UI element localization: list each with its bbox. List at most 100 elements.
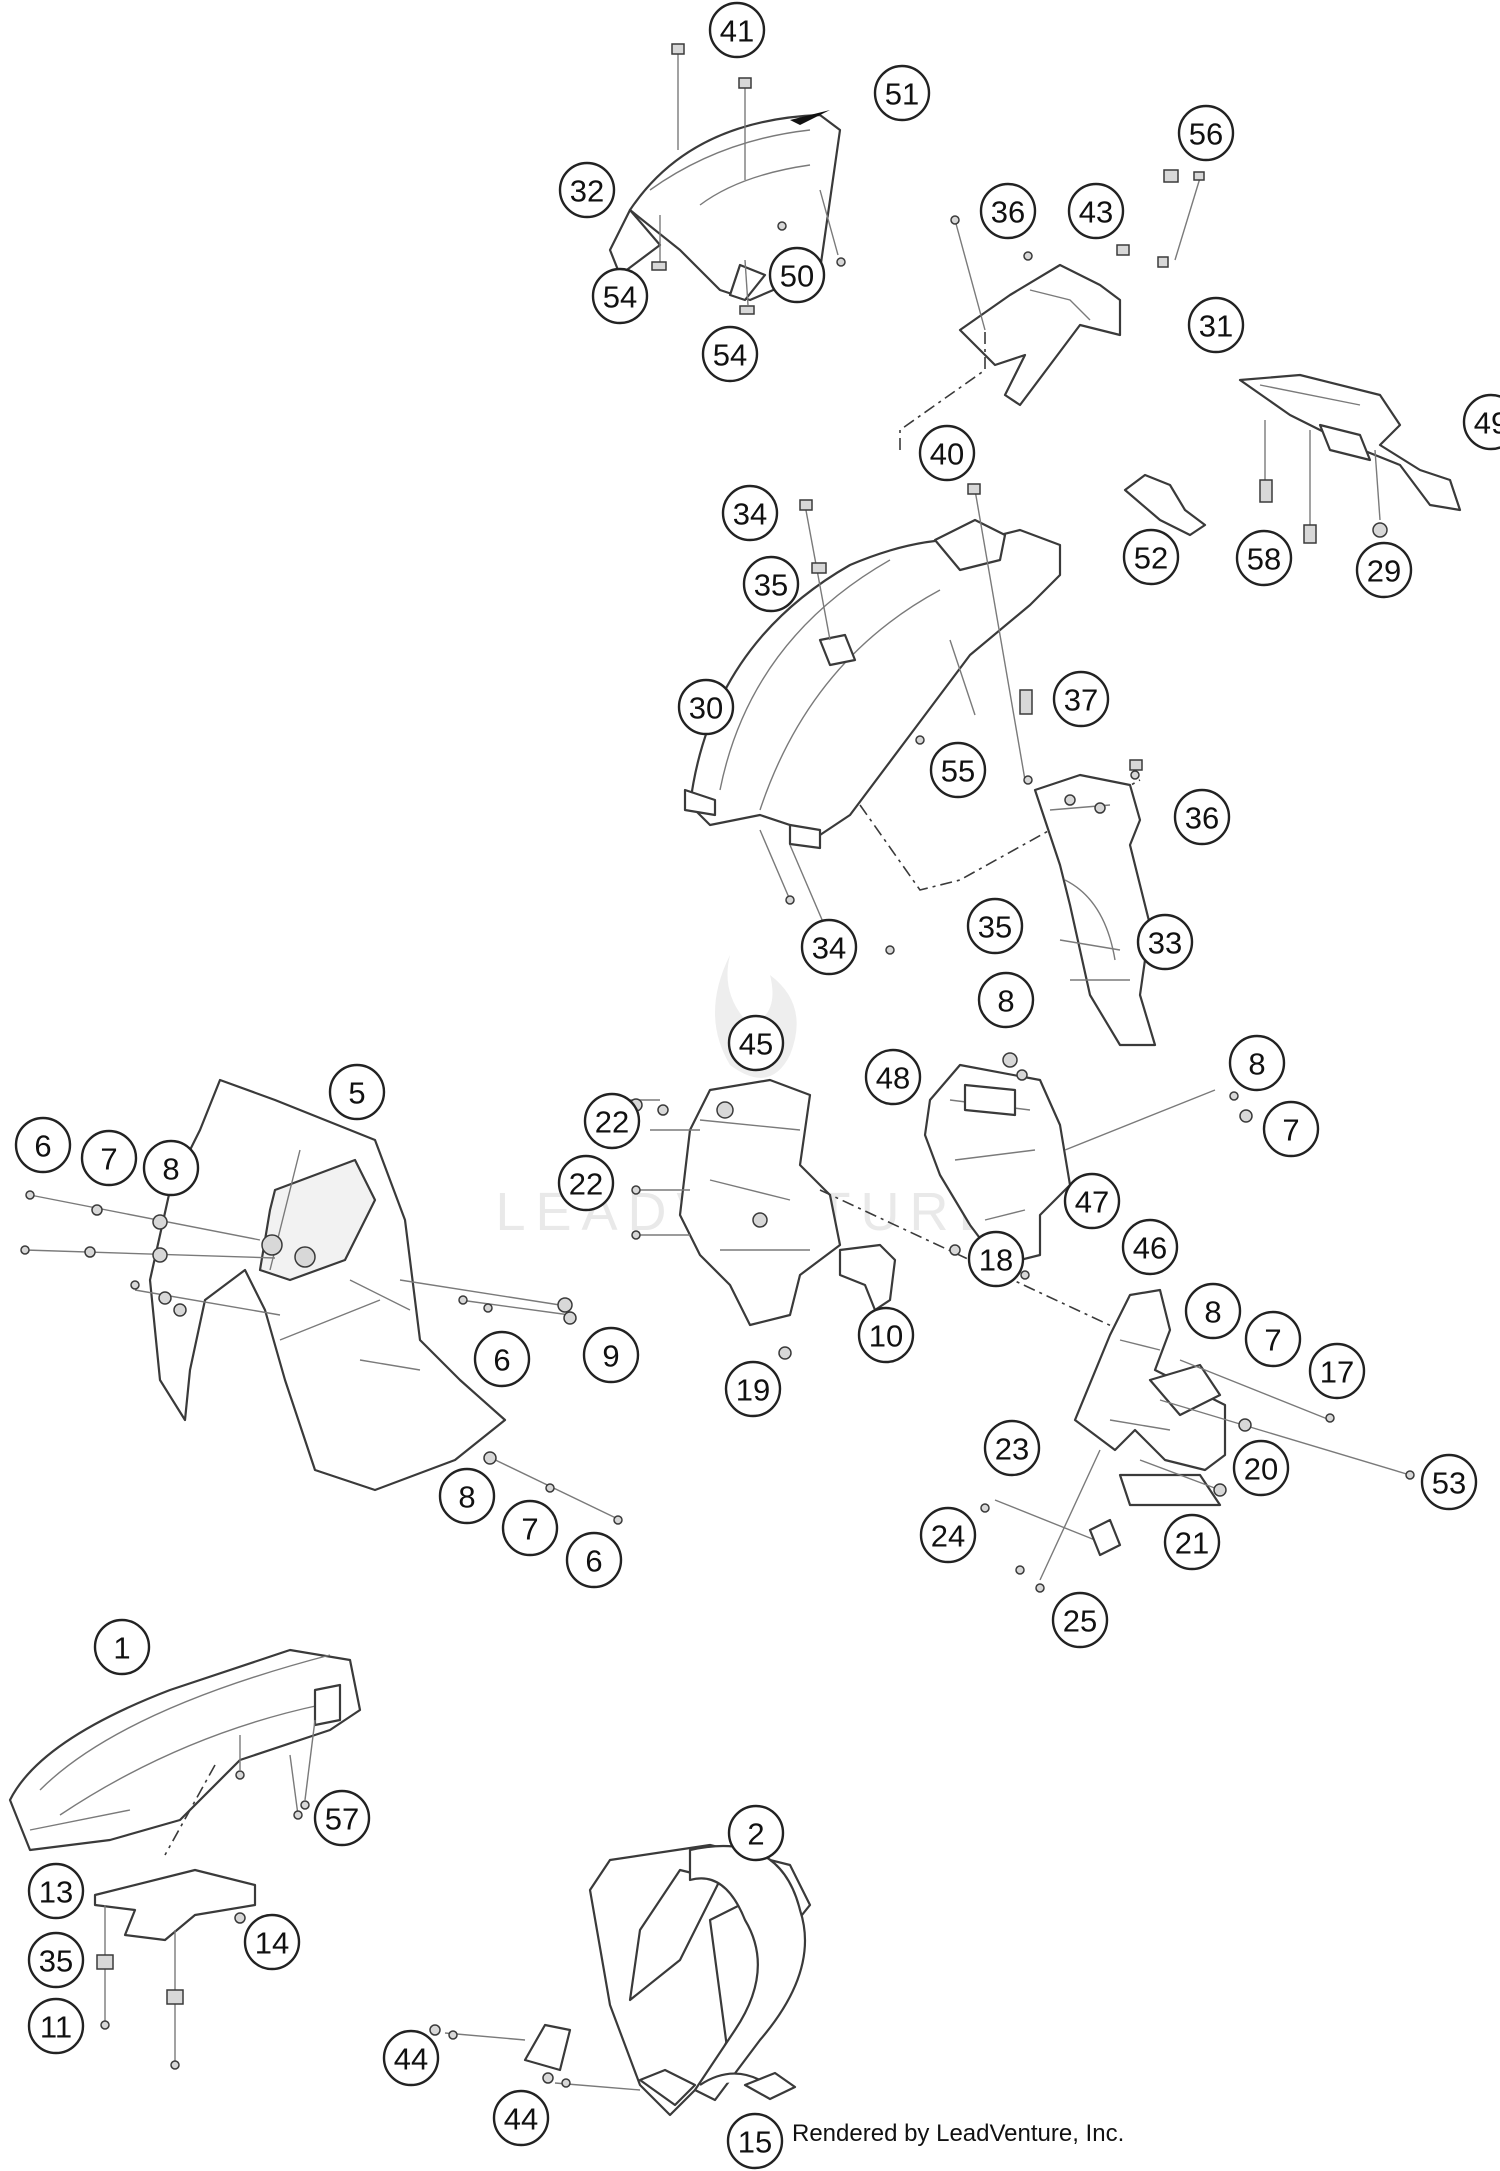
callout-label: 35 [754, 568, 788, 603]
callout-label: 18 [979, 1243, 1013, 1278]
part-5-headlight-mask [20, 1078, 623, 1525]
callout-1: 1 [93, 1618, 151, 1676]
leader-30-31 [899, 330, 986, 450]
callout-36: 36 [1173, 788, 1231, 846]
callout-circle [243, 1913, 301, 1971]
callout-label: 6 [585, 1544, 602, 1579]
callout-9: 9 [582, 1326, 640, 1384]
callout-label: 9 [602, 1339, 619, 1374]
callout-label: 58 [1247, 542, 1281, 577]
callout-35: 35 [27, 1931, 85, 1989]
callout-label: 33 [1148, 926, 1182, 961]
callout-label: 34 [812, 931, 846, 966]
callout-circle [929, 741, 987, 799]
callout-circle [742, 555, 800, 613]
callout-6: 6 [473, 1330, 531, 1388]
callout-label: 56 [1189, 117, 1223, 152]
part-33-side-panel [1033, 759, 1157, 1047]
callout-circle [967, 1230, 1025, 1288]
callout-circle [1235, 529, 1293, 587]
callout-label: 30 [689, 691, 723, 726]
callout-label: 34 [733, 497, 767, 532]
callout-label: 10 [869, 1319, 903, 1354]
callout-label: 19 [736, 1373, 770, 1408]
callout-label: 1 [113, 1631, 130, 1666]
callout-label: 44 [394, 2042, 428, 2077]
callout-label: 36 [991, 195, 1025, 230]
callout-7: 7 [80, 1129, 138, 1187]
callout-circle [1063, 1172, 1121, 1230]
callout-circle [1355, 541, 1413, 599]
leader-30-33 [859, 779, 1141, 891]
rendered-by-credit: Rendered by LeadVenture, Inc. [792, 2120, 1125, 2147]
callout-circle [768, 246, 826, 304]
callout-circle [438, 1467, 496, 1525]
callout-circle [1420, 1453, 1478, 1511]
callout-label: 24 [931, 1519, 965, 1554]
part-2-fork-guards [429, 1843, 812, 2117]
callout-label: 8 [458, 1480, 475, 1515]
callout-8: 8 [142, 1139, 200, 1197]
callout-label: 8 [1204, 1295, 1221, 1330]
callout-circle [473, 1330, 531, 1388]
callout-label: 37 [1064, 683, 1098, 718]
callout-circle [919, 1506, 977, 1564]
callout-circle [721, 484, 779, 542]
callout-56: 56 [1177, 104, 1235, 162]
callout-circle [1051, 1591, 1109, 1649]
callout-label: 13 [39, 1875, 73, 1910]
callout-label: 22 [569, 1167, 603, 1202]
callout-label: 17 [1320, 1355, 1354, 1390]
callout-circle [979, 182, 1037, 240]
callout-label: 45 [739, 1027, 773, 1062]
callout-circle [677, 678, 735, 736]
part-46-shroud-bracket [980, 1288, 1415, 1593]
part-1-front-fender [8, 1648, 362, 1852]
callout-label: 8 [162, 1152, 179, 1187]
callout-8: 8 [1184, 1282, 1242, 1340]
callout-circle [1232, 1439, 1290, 1497]
callout-30: 30 [677, 678, 735, 736]
callout-circle [1136, 913, 1194, 971]
callout-label: 15 [738, 2125, 772, 2160]
callout-label: 44 [504, 2102, 538, 2137]
callout-circle [565, 1531, 623, 1589]
callout-circle [557, 1154, 615, 1212]
callout-label: 7 [1264, 1323, 1281, 1358]
callout-circle [328, 1063, 386, 1121]
part-30-rear-fender [683, 489, 1062, 951]
callout-22: 22 [583, 1092, 641, 1150]
callout-41: 41 [708, 1, 766, 59]
part-10-small-bracket [838, 1243, 897, 1312]
callout-circle [1052, 670, 1110, 728]
callout-circle [1177, 104, 1235, 162]
callout-label: 41 [720, 14, 754, 49]
callout-11: 11 [27, 1997, 85, 2055]
leader-1-13 [164, 1764, 216, 1856]
part-13-14-fender-bracket [93, 1868, 257, 2070]
callout-circle [701, 325, 759, 383]
callout-label: 36 [1185, 801, 1219, 836]
callout-48: 48 [864, 1048, 922, 1106]
callout-label: 46 [1133, 1231, 1167, 1266]
callout-46: 46 [1121, 1218, 1179, 1276]
callout-label: 35 [978, 910, 1012, 945]
callout-circle [142, 1139, 200, 1197]
callout-34: 34 [800, 918, 858, 976]
callout-circle [1067, 182, 1125, 240]
callout-label: 57 [325, 1802, 359, 1837]
callout-circle [708, 1, 766, 59]
part-32-fasteners [651, 43, 846, 315]
callout-circle [501, 1499, 559, 1557]
callout-21: 21 [1163, 1513, 1221, 1571]
callout-2: 2 [727, 1804, 785, 1862]
callout-10: 10 [857, 1306, 915, 1364]
callout-8: 8 [1228, 1034, 1286, 1092]
callout-25: 25 [1051, 1591, 1109, 1649]
callout-circle [726, 2112, 784, 2170]
callout-49: 49 [1462, 393, 1500, 451]
callout-circle [1163, 1513, 1221, 1571]
callout-circle [80, 1129, 138, 1187]
callout-circle [27, 1997, 85, 2055]
callout-label: 7 [1282, 1113, 1299, 1148]
